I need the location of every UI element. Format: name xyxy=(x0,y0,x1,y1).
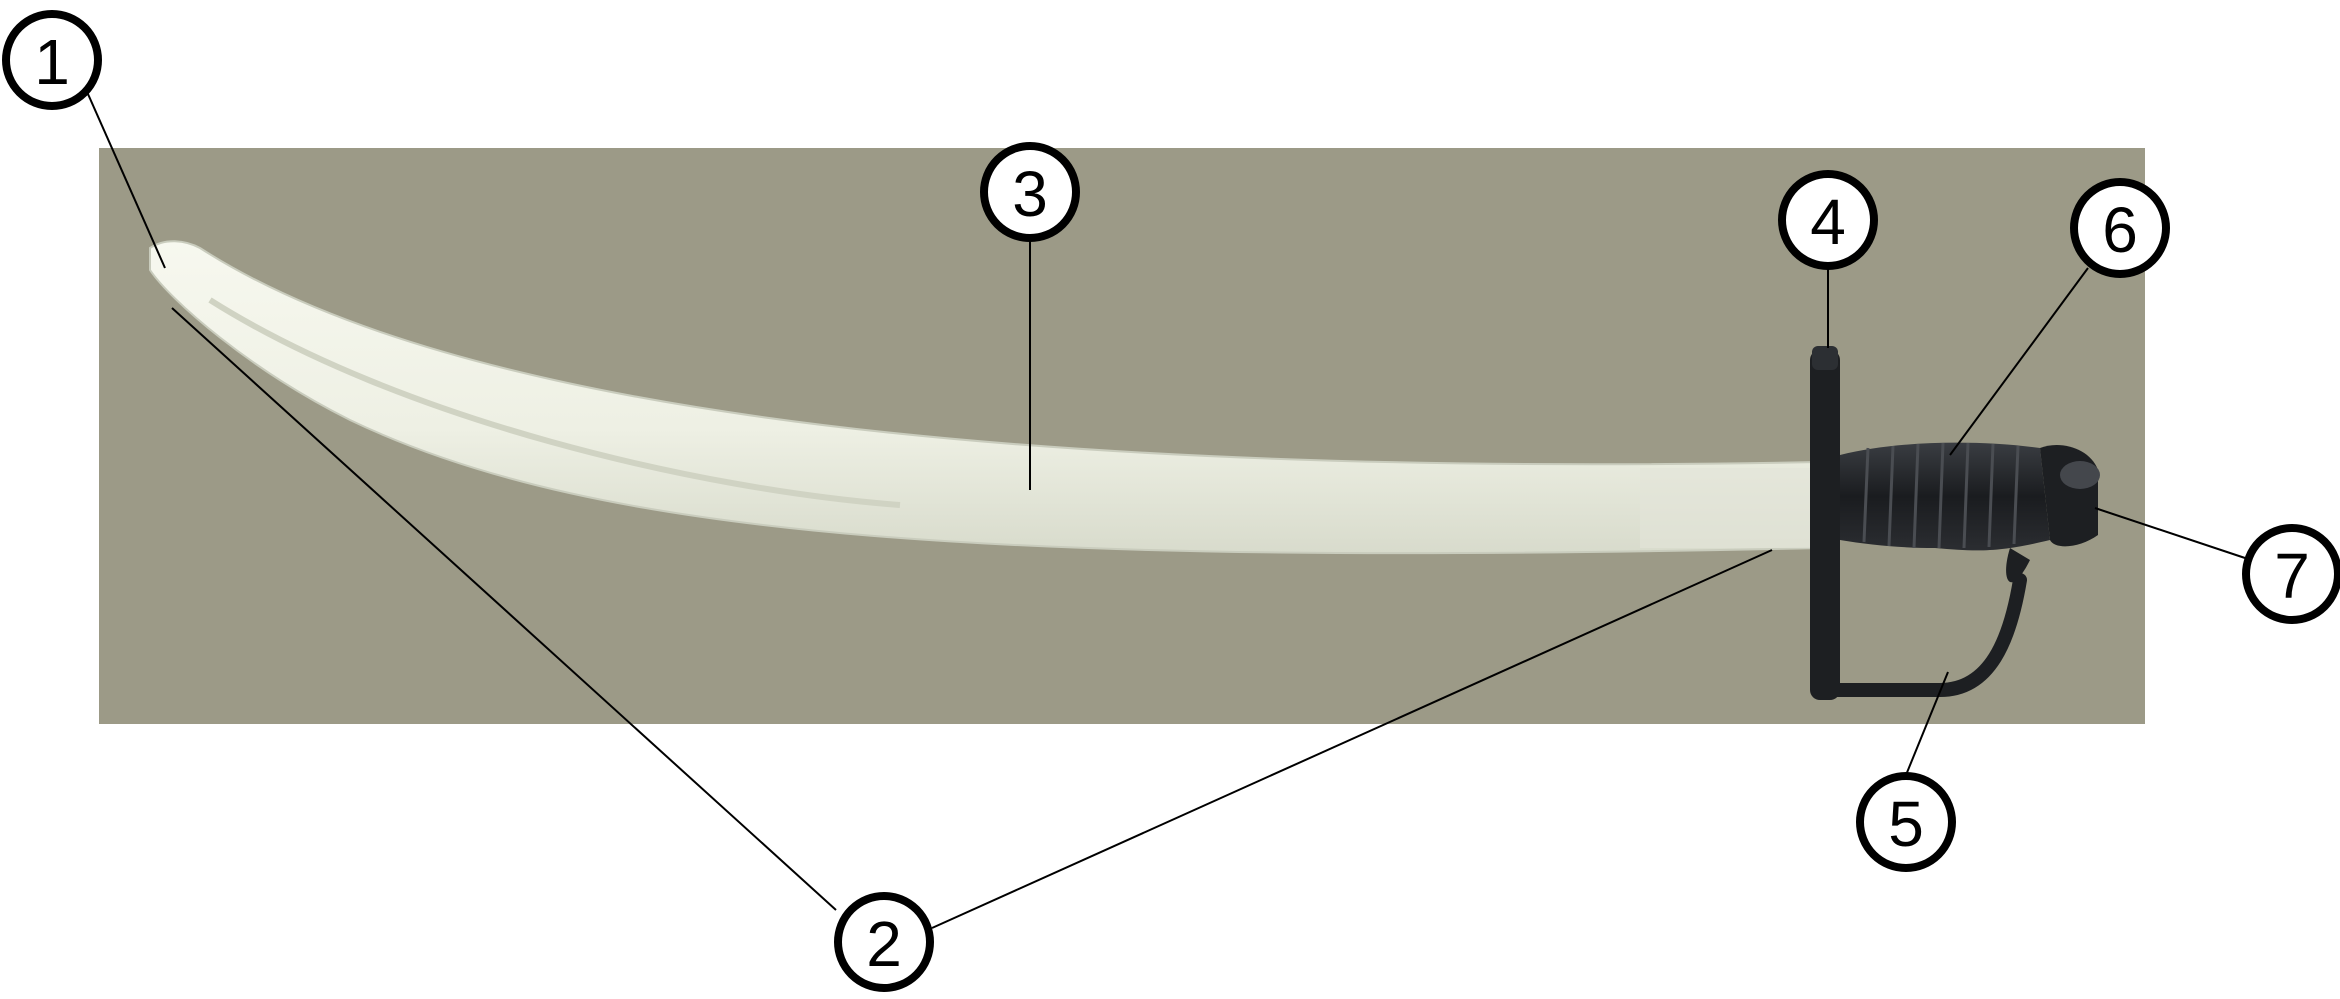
callout-3: 3 xyxy=(980,142,1080,242)
leader-2b xyxy=(931,549,1773,929)
leader-5 xyxy=(1905,671,1949,776)
leader-6 xyxy=(1949,267,2089,456)
callout-5-number: 5 xyxy=(1888,788,1924,860)
callout-7-number: 7 xyxy=(2274,540,2310,612)
grip xyxy=(1840,442,2050,551)
callout-2: 2 xyxy=(834,892,934,992)
callout-3-number: 3 xyxy=(1012,158,1048,230)
callout-2-number: 2 xyxy=(866,908,902,980)
leader-2a xyxy=(171,307,837,911)
crossguard xyxy=(1810,346,1840,700)
callout-1: 1 xyxy=(2,10,102,110)
pommel xyxy=(2006,444,2100,583)
callout-6-number: 6 xyxy=(2102,194,2138,266)
knuckle-guard xyxy=(1821,573,2027,697)
blade xyxy=(149,240,1821,555)
callout-6: 6 xyxy=(2070,178,2170,278)
leader-lines xyxy=(83,84,2246,929)
callout-7: 7 xyxy=(2242,524,2340,624)
callout-4-number: 4 xyxy=(1810,186,1846,258)
callout-5: 5 xyxy=(1856,772,1956,872)
callout-4: 4 xyxy=(1778,170,1878,270)
leader-1 xyxy=(83,84,166,269)
leader-7 xyxy=(2094,507,2246,559)
callout-1-number: 1 xyxy=(34,26,70,98)
